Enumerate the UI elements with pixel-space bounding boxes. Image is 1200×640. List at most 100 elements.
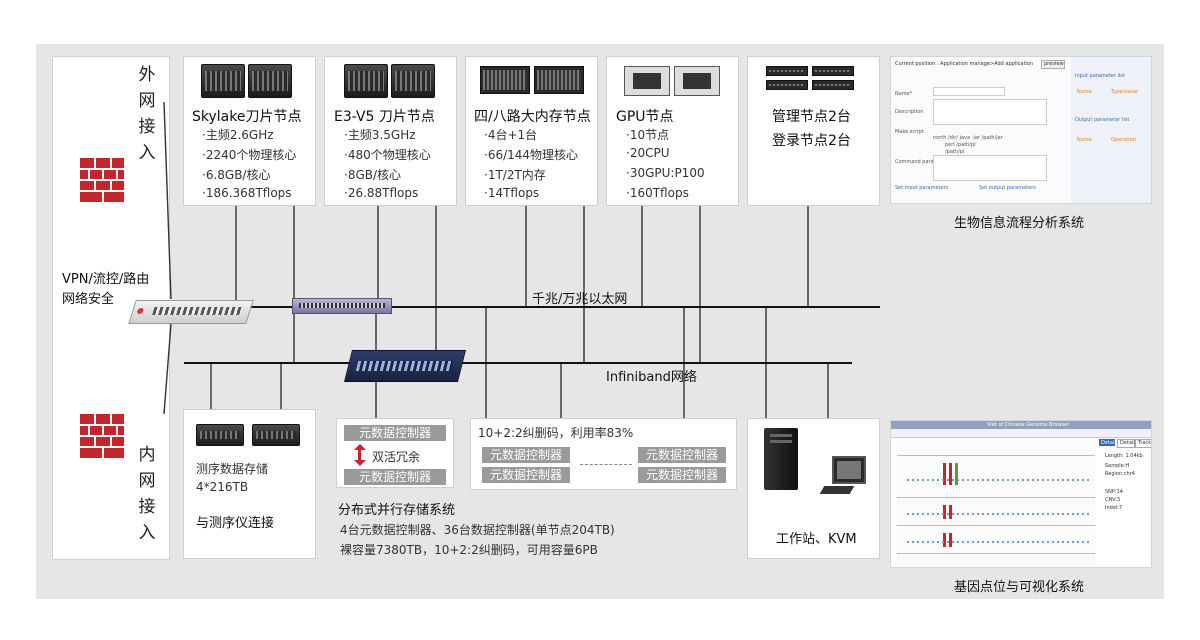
connection-lines — [163, 101, 829, 418]
bio-preview-button[interactable]: preview — [1041, 60, 1065, 69]
ethernet-label: 千兆/万兆以太网 — [532, 292, 628, 307]
double-arrow-icon — [354, 444, 366, 466]
bio-side-col: Operation — [1111, 137, 1136, 143]
firewall-bottom-icon — [80, 414, 124, 458]
data-controller: 元数据控制器 — [482, 467, 570, 483]
node-spec: ·14Tflops — [484, 186, 540, 200]
gpu-server-icon — [674, 66, 720, 96]
server-icon — [766, 66, 808, 76]
node-spec: ·20CPU — [626, 146, 670, 160]
ha-label: 双活冗余 — [372, 450, 421, 464]
dfs-desc-1: 4台元数据控制器、36台数据控制器(单节点204TB) — [340, 523, 615, 537]
server-icon — [344, 64, 388, 98]
bio-field-label: Command parameters — [895, 159, 952, 165]
bio-field-label: Description — [895, 109, 924, 115]
server-icon — [201, 64, 245, 98]
server-icon — [766, 80, 808, 90]
data-controller: 元数据控制器 — [482, 447, 570, 463]
workstation-tower-icon — [764, 428, 798, 490]
external-access-label: 外网接入 — [138, 65, 156, 163]
bio-side-title: Input parameter list — [1075, 73, 1125, 79]
bio-workflow-screenshot: Current position : Application manage>Ad… — [890, 56, 1152, 204]
bio-side-col: Name — [1077, 89, 1092, 95]
metadata-controller: 元数据控制器 — [344, 469, 446, 485]
bio-breadcrumb: Current position : Application manage>Ad… — [895, 61, 1034, 67]
gpu-server-icon — [624, 66, 670, 96]
gene-caption: 基因点位与可视化系统 — [954, 580, 1085, 595]
bio-command-input[interactable] — [933, 155, 1047, 181]
core-router-icon — [128, 300, 254, 324]
node-spec: ·主频3.5GHz — [344, 128, 416, 142]
genome-track-area — [897, 441, 1095, 565]
node-title: GPU节点 — [616, 109, 674, 125]
node-spec: ·30GPU:P100 — [626, 166, 705, 180]
node-spec: ·1T/2T内存 — [484, 168, 546, 182]
workstation-label: 工作站、KVM — [776, 532, 857, 547]
diagram-canvas: 外网接入 内网接入 VPN/流控/路由网络安全 — [36, 44, 1164, 599]
node-title: Skylake刀片节点 — [192, 109, 302, 125]
infiniband-switch-icon — [344, 350, 466, 382]
genome-tab[interactable]: Detail — [1099, 439, 1116, 446]
bio-side-panel: Input parameter list Name Type/value Out… — [1071, 57, 1151, 203]
firewall-top-icon — [80, 158, 124, 202]
bio-caption: 生物信息流程分析系统 — [954, 216, 1085, 231]
node-spec: ·66/144物理核心 — [484, 148, 579, 162]
bio-field-label: Make script — [895, 129, 924, 135]
genome-tab[interactable]: Detail — [1117, 439, 1135, 448]
genome-info: CNV:3 — [1105, 497, 1121, 503]
seq-storage-title: 测序数据存储 — [196, 462, 269, 476]
metadata-controller: 元数据控制器 — [344, 425, 446, 441]
server-icon — [812, 66, 854, 76]
keyboard-icon — [819, 486, 855, 494]
genome-info: Indel:7 — [1105, 505, 1123, 511]
bio-field-label: Name* — [895, 91, 913, 97]
storage-icon — [196, 424, 244, 446]
genome-titlebar: Viet of Chinese Genome Browser — [891, 421, 1151, 429]
bio-input-params-link[interactable]: Set input parameters — [895, 185, 949, 191]
server-icon — [812, 80, 854, 90]
server-icon — [480, 66, 530, 94]
genome-info: SNP:14 — [1105, 489, 1123, 495]
genome-info: Length: 1.04kb — [1105, 453, 1143, 459]
login-title: 登录节点2台 — [772, 133, 851, 149]
data-controller: 元数据控制器 — [638, 467, 726, 483]
dfs-desc-2: 裸容量7380TB，10+2:2纠删码，可用容量6PB — [340, 543, 598, 557]
data-controller: 元数据控制器 — [638, 447, 726, 463]
bio-side-col: Type/value — [1111, 89, 1138, 95]
ellipsis-line — [580, 464, 632, 465]
genome-info: Region:chr4 — [1105, 471, 1135, 477]
dfs-title: 分布式并行存储系统 — [338, 503, 456, 518]
server-icon — [248, 64, 292, 98]
node-spec: ·8GB/核心 — [344, 168, 402, 182]
bio-code-line: perl /path/pl — [945, 142, 976, 148]
node-spec: ·26.88Tflops — [344, 186, 419, 200]
genome-tab[interactable]: Track — [1135, 439, 1151, 448]
node-spec: ·4台+1台 — [484, 128, 538, 142]
node-spec: ·主频2.6GHz — [202, 128, 274, 142]
server-icon — [534, 66, 584, 94]
internal-access-label: 内网接入 — [138, 445, 156, 543]
seq-storage-link: 与测序仪连接 — [196, 516, 275, 531]
mgmt-title: 管理节点2台 — [772, 109, 851, 125]
bio-description-input[interactable] — [933, 99, 1047, 125]
genome-info: Sample:H — [1105, 463, 1130, 469]
security-label: VPN/流控/路由网络安全 — [62, 272, 150, 307]
node-spec: ·6.8GB/核心 — [202, 168, 271, 182]
node-spec: ·480个物理核心 — [344, 148, 431, 162]
erasure-note: 10+2:2纠删码，利用率83% — [478, 426, 634, 440]
bio-name-input[interactable] — [933, 87, 1005, 96]
ethernet-switch-icon — [292, 298, 392, 314]
server-icon — [391, 64, 435, 98]
bio-output-params-link[interactable]: Set output parameters — [979, 185, 1036, 191]
infiniband-label: Infiniband网络 — [606, 370, 697, 385]
bio-side-col: Name — [1077, 137, 1092, 143]
node-title: 四/八路大内存节点 — [474, 109, 591, 125]
seq-storage-capacity: 4*216TB — [196, 480, 249, 494]
node-title: E3-V5 刀片节点 — [334, 109, 435, 125]
node-spec: ·10节点 — [626, 128, 670, 142]
node-spec: ·160Tflops — [626, 186, 689, 200]
bio-code-line: north /dir/ java -jar /path/jar — [933, 135, 1003, 141]
monitor-icon — [832, 456, 866, 484]
bio-code-line: /path/pl — [945, 149, 965, 155]
infiniband-line — [184, 362, 852, 364]
